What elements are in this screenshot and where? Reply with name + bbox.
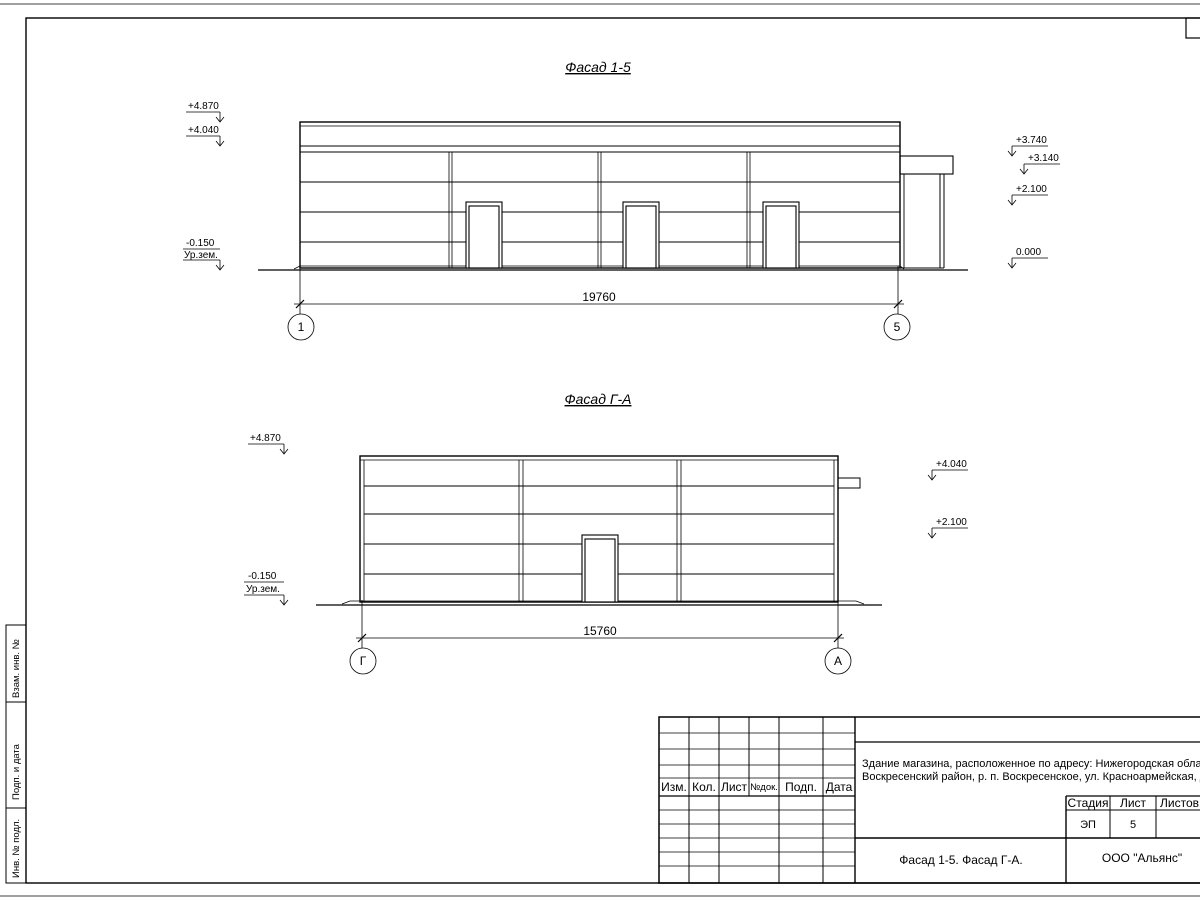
facade-1-5-title: Фасад 1-5 xyxy=(565,59,631,75)
tb-stage-header: Стадия xyxy=(1068,796,1109,810)
side-stamp xyxy=(5,624,27,884)
facade-1-5-building xyxy=(258,121,968,271)
tb-col-ndok: №док. xyxy=(750,782,778,793)
title-block xyxy=(658,716,1200,884)
tb-col-izm: Изм. xyxy=(661,780,687,794)
level-label: +4.040 xyxy=(188,125,219,136)
facade-g-a-left-levels xyxy=(244,443,289,606)
level-label: +4.040 xyxy=(936,459,967,470)
facade-g-a-right-levels xyxy=(927,469,968,539)
tb-col-kol: Кол. xyxy=(692,780,716,794)
facade-1-5-dimension xyxy=(287,266,911,341)
level-label: 0.000 xyxy=(1016,247,1041,258)
facade-1-5-left-levels xyxy=(183,111,225,271)
facade-g-a-building xyxy=(316,455,882,606)
side-stamp-label-2: Подп. и дата xyxy=(11,743,22,800)
axis-marker: 1 xyxy=(298,320,305,334)
facade-1-5: Фасад 1-5 xyxy=(183,59,1060,341)
tb-address-line2: Воскресенский район, р. п. Воскресенское… xyxy=(862,771,1200,783)
dimension-value: 19760 xyxy=(582,290,616,304)
tb-stage-value: ЭП xyxy=(1080,819,1096,831)
axis-marker: А xyxy=(834,654,842,668)
axis-marker: Г xyxy=(360,654,367,668)
facade-1-5-right-levels xyxy=(1007,145,1060,269)
axis-marker: 5 xyxy=(894,320,901,334)
facade-g-a-title: Фасад Г-А xyxy=(565,391,632,407)
tb-organization: ООО "Альянс" xyxy=(1102,851,1182,865)
level-label: +3.740 xyxy=(1016,135,1047,146)
level-label: -0.150 xyxy=(248,571,277,582)
tb-sheet-value: 5 xyxy=(1130,819,1136,831)
sheet-frame xyxy=(0,3,1200,897)
tb-address-line1: Здание магазина, расположенное по адресу… xyxy=(862,758,1200,770)
level-label: +3.140 xyxy=(1028,153,1059,164)
level-label: +2.100 xyxy=(1016,184,1047,195)
tb-sheet-header: Лист xyxy=(1120,796,1147,810)
facade-g-a: Фасад Г-А +4.870 -0.150 Ур xyxy=(244,391,968,675)
side-stamp-label-1: Взам. инв. № xyxy=(11,639,22,698)
side-stamp-label-3: Инв. № подл. xyxy=(11,819,22,878)
level-label: +4.870 xyxy=(250,433,281,444)
tb-drawing-name: Фасад 1-5. Фасад Г-А. xyxy=(899,853,1022,867)
level-label: +4.870 xyxy=(188,101,219,112)
ground-level-label: Ур.зем. xyxy=(184,250,218,261)
tb-col-podp: Подп. xyxy=(785,780,817,794)
facade-g-a-dimension xyxy=(349,600,852,675)
tb-col-list: Лист xyxy=(721,780,748,794)
level-label: +2.100 xyxy=(936,517,967,528)
ground-level-label: Ур.зем. xyxy=(246,584,280,595)
tb-sheets-header: Листов xyxy=(1160,796,1199,810)
tb-col-data: Дата xyxy=(826,780,853,794)
dimension-value: 15760 xyxy=(583,624,617,638)
level-label: -0.150 xyxy=(186,238,215,249)
